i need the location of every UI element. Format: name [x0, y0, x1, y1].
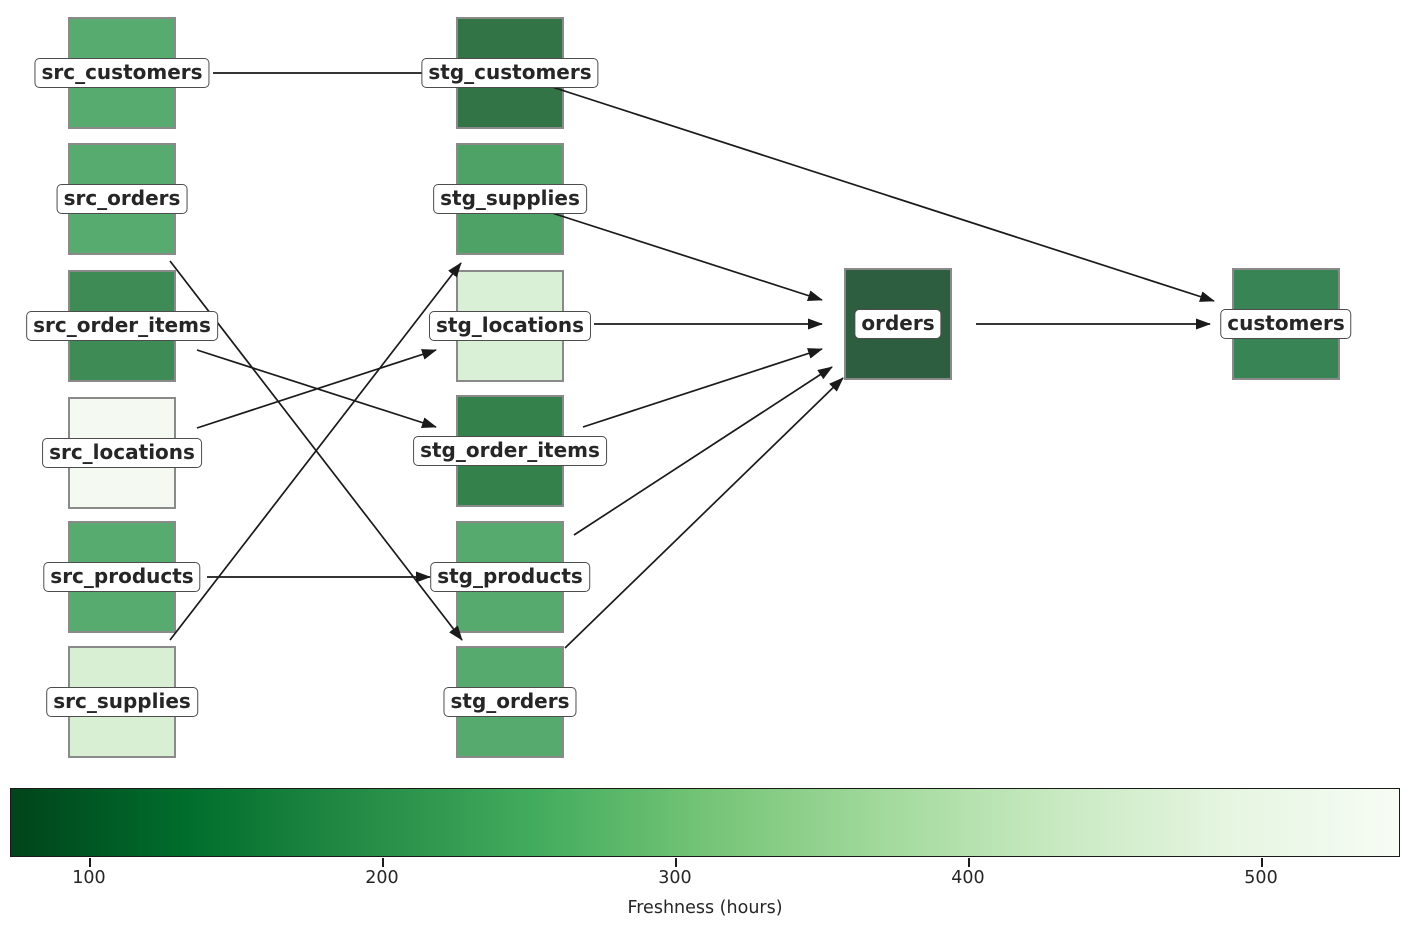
edge-stg_order_items-to-orders: [582, 348, 823, 428]
colorbar-tick-500: [1261, 858, 1263, 867]
colorbar-tick-label-200: 200: [365, 868, 399, 888]
node-label-stg_orders: stg_orders: [443, 687, 577, 717]
colorbar: [10, 788, 1400, 857]
node-label-stg_products: stg_products: [430, 562, 590, 592]
edge-stg_products-to-orders: [573, 366, 833, 536]
colorbar-axis-label: Freshness (hours): [627, 898, 783, 918]
node-label-src_order_items: src_order_items: [26, 311, 218, 341]
colorbar-tick-300: [674, 858, 677, 867]
node-label-stg_supplies: stg_supplies: [433, 184, 587, 214]
node-label-src_products: src_products: [43, 562, 201, 592]
node-label-customers: customers: [1220, 309, 1352, 339]
colorbar-tick-400: [967, 858, 970, 867]
colorbar-tick-label-300: 300: [658, 868, 692, 888]
edge-src_locations-to-stg_locations: [196, 349, 437, 429]
edge-stg_orders-to-orders: [564, 377, 844, 649]
node-label-src_orders: src_orders: [56, 184, 188, 214]
colorbar-tick-label-500: 500: [1244, 868, 1278, 888]
node-label-src_supplies: src_supplies: [46, 687, 198, 717]
node-label-orders: orders: [854, 309, 942, 339]
colorbar-tick-200: [381, 858, 384, 867]
node-label-src_customers: src_customers: [34, 58, 210, 88]
edge-stg_customers-to-customers: [548, 85, 1215, 302]
node-label-stg_order_items: stg_order_items: [413, 436, 607, 466]
node-label-src_locations: src_locations: [42, 438, 202, 468]
node-label-stg_customers: stg_customers: [421, 58, 599, 88]
node-label-stg_locations: stg_locations: [428, 311, 592, 341]
edge-layer: [169, 67, 1215, 649]
edge-src_supplies-to-stg_supplies: [169, 262, 462, 641]
colorbar-gradient: [11, 789, 1399, 856]
colorbar-tick-100: [88, 858, 91, 867]
colorbar-tick-label-100: 100: [72, 868, 106, 888]
colorbar-tick-label-400: 400: [951, 868, 985, 888]
edge-stg_supplies-to-orders: [548, 211, 823, 301]
